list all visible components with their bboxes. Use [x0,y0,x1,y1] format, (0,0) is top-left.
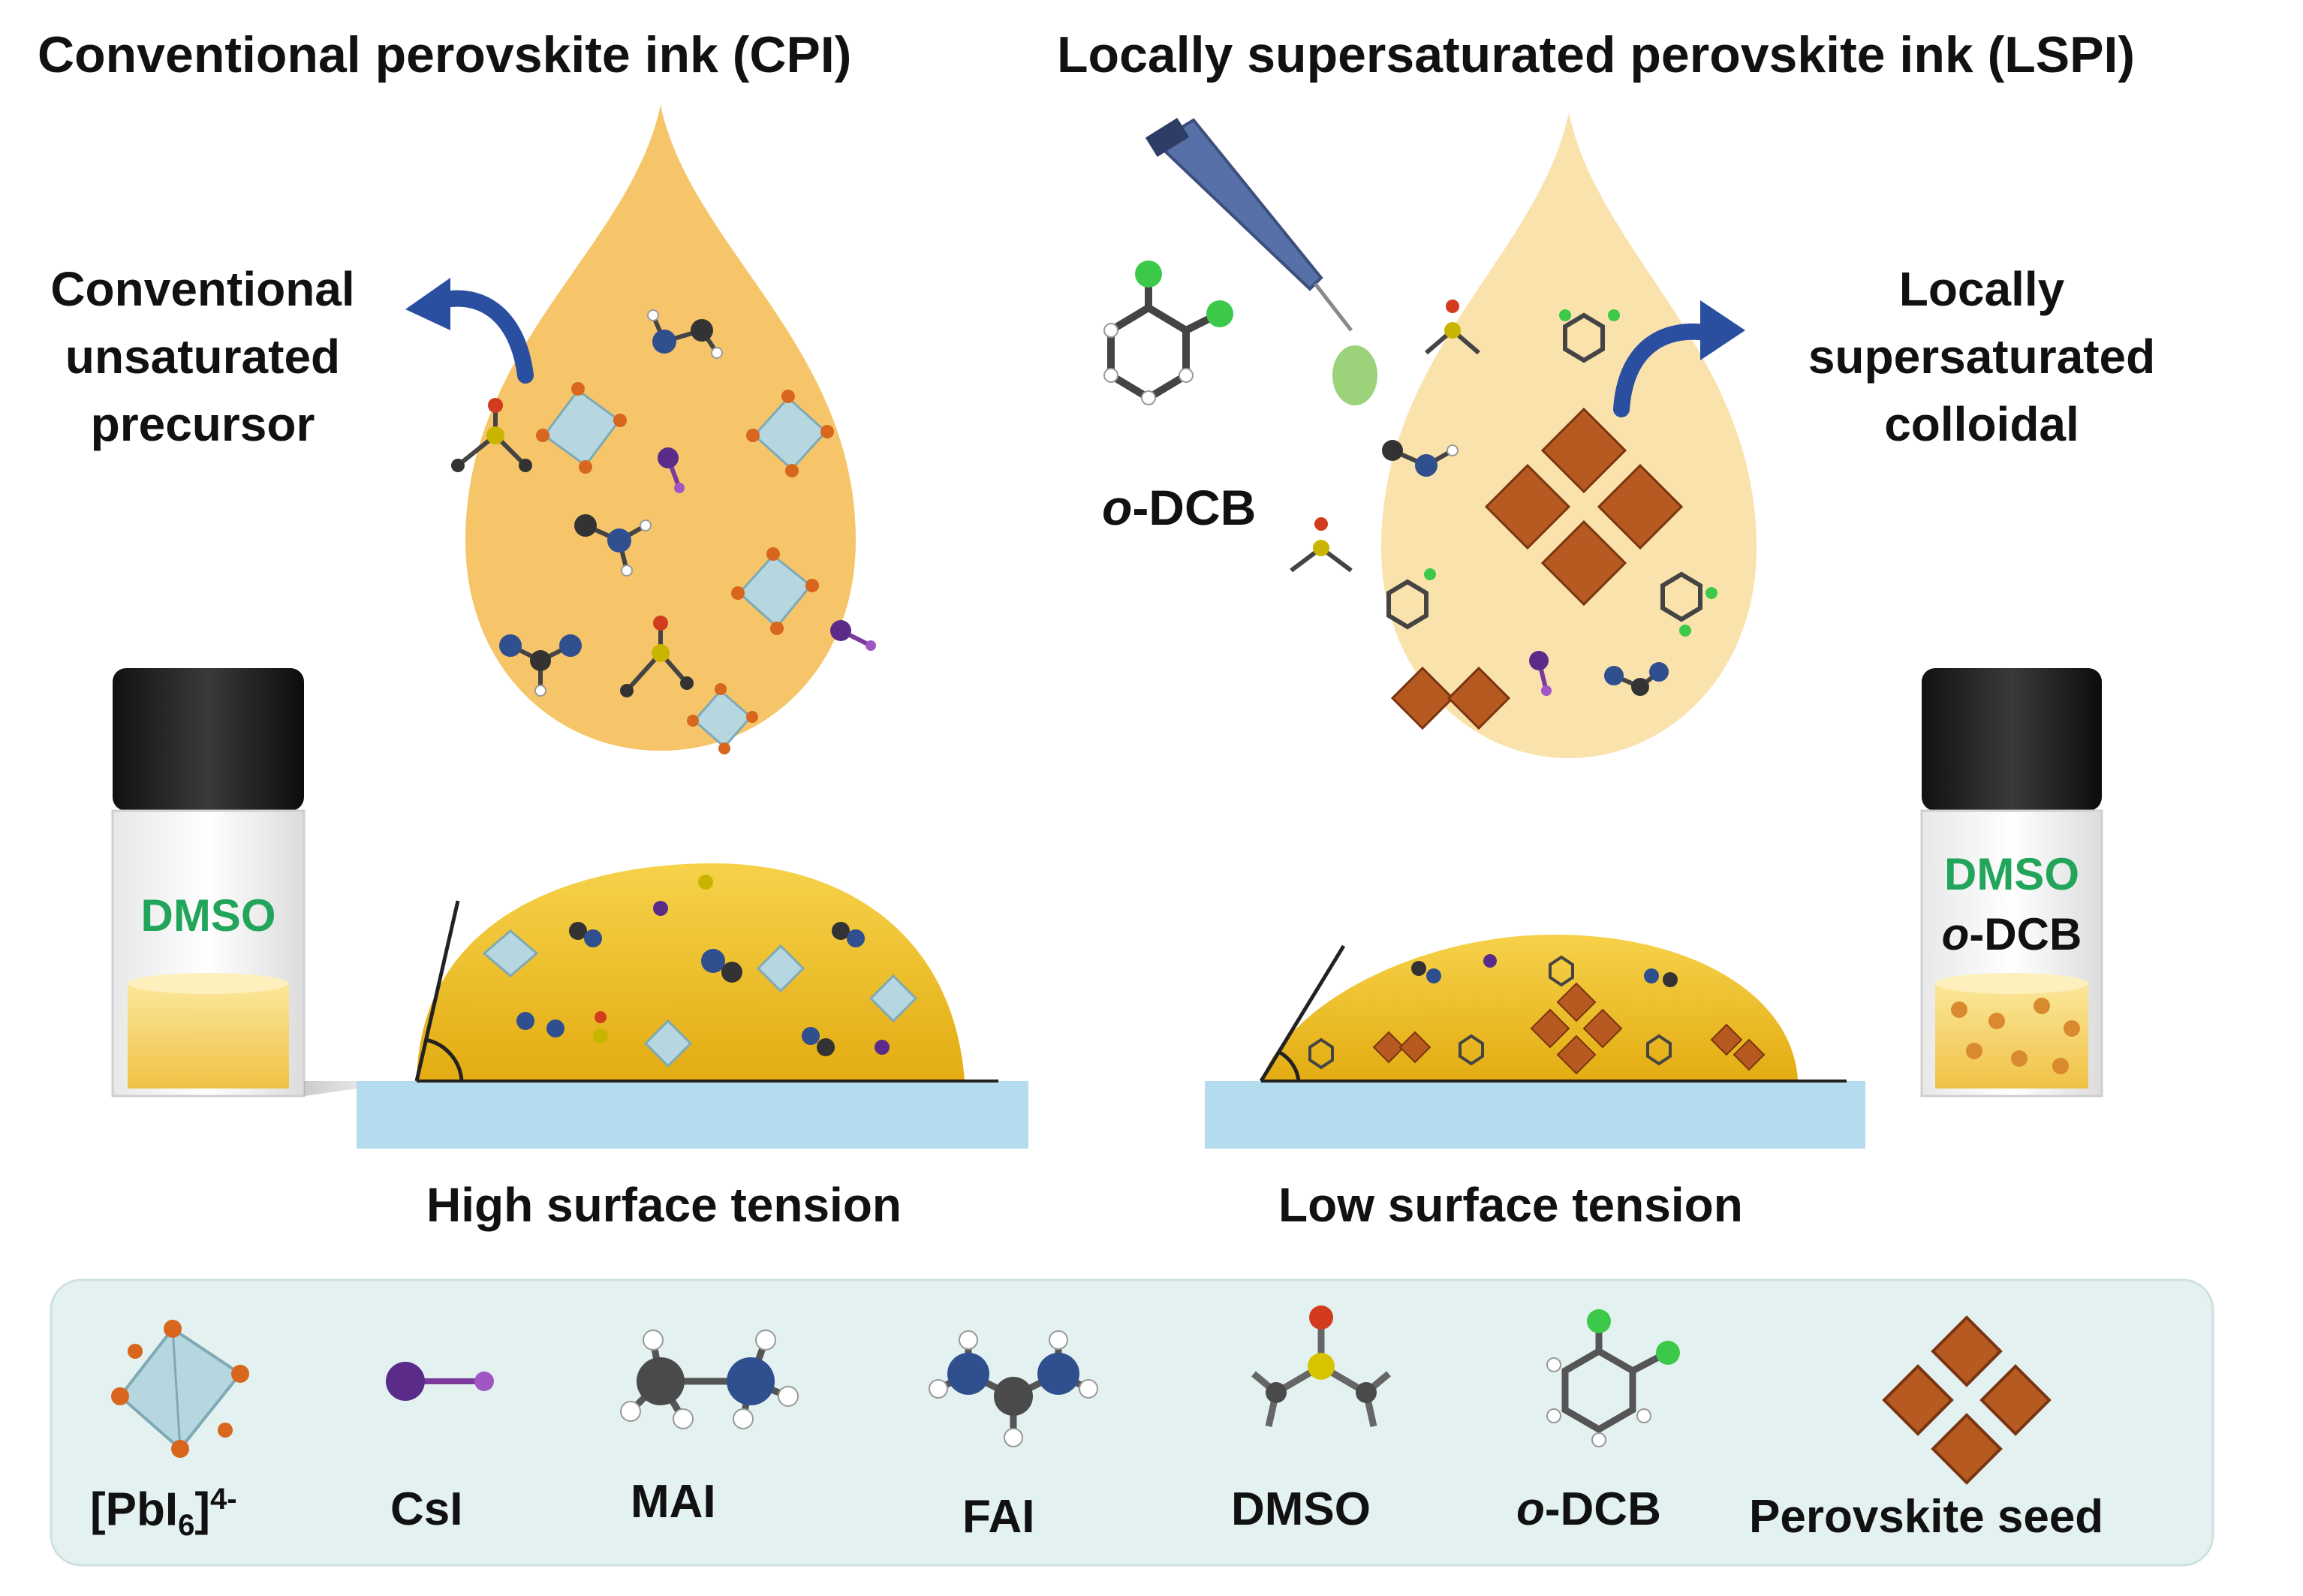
substrate-left [357,1081,1028,1149]
lspi-annotation-line-1: Locally [1898,262,2065,316]
title-lspi: Locally supersaturated perovskite ink (L… [1057,26,2136,83]
cpi-annotation-line-3: precursor [90,397,315,451]
cpi-octahedron-4 [687,683,758,754]
cpi-annotation-line-1: Conventional [50,262,355,316]
cpi-dmso-1 [451,398,532,472]
lspi-annotation-line-2: supersaturated [1808,330,2156,384]
vial-right-additive-prefix: o [1941,909,1970,959]
legend-dmso [1251,1305,1391,1427]
legend-pbi-prefix: [PbI [90,1483,179,1536]
vial-right-additive-suffix: -DCB [1969,909,2082,959]
title-cpi: Conventional perovskite ink (CPI) [38,26,852,83]
vial-right-seeds [1951,998,2080,1074]
legend-fai [929,1330,1098,1447]
lspi-fai-1 [1604,662,1669,696]
cpi-octahedron-3 [731,547,819,635]
sessile-left-molecules [482,875,918,1068]
lspi-seed-cluster [1484,407,1684,607]
lspi-odcb-3 [1660,571,1717,637]
legend-mai [620,1329,799,1429]
legend-label-mai: MAI [631,1476,716,1528]
cpi-mai-1 [647,309,723,359]
legend-label-dmso: DMSO [1231,1483,1371,1535]
cpi-annotation: Conventional unsaturated precursor [15,255,390,458]
contact-line-left [414,900,460,1082]
contact-angle-right [1278,1050,1301,1082]
legend-label-csi: CsI [390,1483,463,1535]
legend-pbi-close: ] [194,1483,211,1536]
lspi-arrow-head [1700,300,1745,360]
odcb-label-prefix: o [1102,480,1133,535]
legend-label-pbi6: [PbI6]4- [90,1483,237,1543]
vial-right-solvent: DMSO [1944,849,2079,899]
legend-label-fai: FAI [962,1491,1035,1543]
contact-line-right [1259,944,1346,1083]
cpi-octahedron-1 [536,382,627,474]
sessile-right-seeds [1372,982,1766,1075]
lspi-annotation-line-3: colloidal [1884,397,2079,451]
lspi-mai-1 [1382,440,1459,477]
lspi-dmso-1 [1425,300,1480,355]
sessile-drop-right [1261,935,1798,1081]
legend-pbi6-octahedron [111,1320,249,1458]
contact-angle-left [425,1037,464,1082]
label-low-tension: Low surface tension [1278,1178,1743,1232]
legend-perovskite-seed [1882,1315,2052,1485]
lspi-annotation: Locally supersaturated colloidal [1757,255,2207,458]
cpi-csi-2 [830,620,876,651]
legend-pbi-sub: 6 [178,1509,195,1543]
odcb-label: o-DCB [1102,479,1256,536]
cpi-fai-1 [499,634,582,697]
lspi-csi-1 [1529,651,1552,696]
legend-pbi-sup: 4- [210,1483,237,1516]
lspi-odcb-1 [1559,309,1620,363]
legend-csi [386,1362,494,1401]
odcb-label-suffix: -DCB [1132,480,1257,535]
vial-right-additive: o-DCB [1910,908,2113,960]
legend-odcb-prefix: o [1516,1483,1545,1535]
legend-label-odcb: o-DCB [1516,1483,1661,1536]
vial-left-label: DMSO [140,890,276,941]
cpi-csi-1 [658,447,685,493]
cpi-octahedron-2 [746,390,834,477]
legend-label-seed: Perovskite seed [1749,1491,2104,1543]
lspi-dmso-2 [1290,517,1353,573]
legend-odcb [1546,1309,1680,1447]
substrate-right [1205,1081,1865,1149]
cpi-arrow-head [405,278,450,330]
lspi-arrow [1613,323,1723,417]
label-high-tension: High surface tension [426,1178,902,1232]
lspi-odcb-2 [1386,568,1436,630]
vial-right [1920,668,2103,1098]
cpi-annotation-line-2: unsaturated [65,330,341,384]
legend-odcb-suffix: -DCB [1544,1483,1661,1535]
vial-left [111,668,413,1098]
pipette-icon [1145,118,1377,405]
cpi-mai-2 [574,514,652,577]
cpi-dmso-2 [620,616,694,697]
odcb-molecule-large [1103,260,1233,405]
lspi-seed-cluster-small [1390,666,1511,730]
sessile-right-molecules [1308,954,1678,1070]
